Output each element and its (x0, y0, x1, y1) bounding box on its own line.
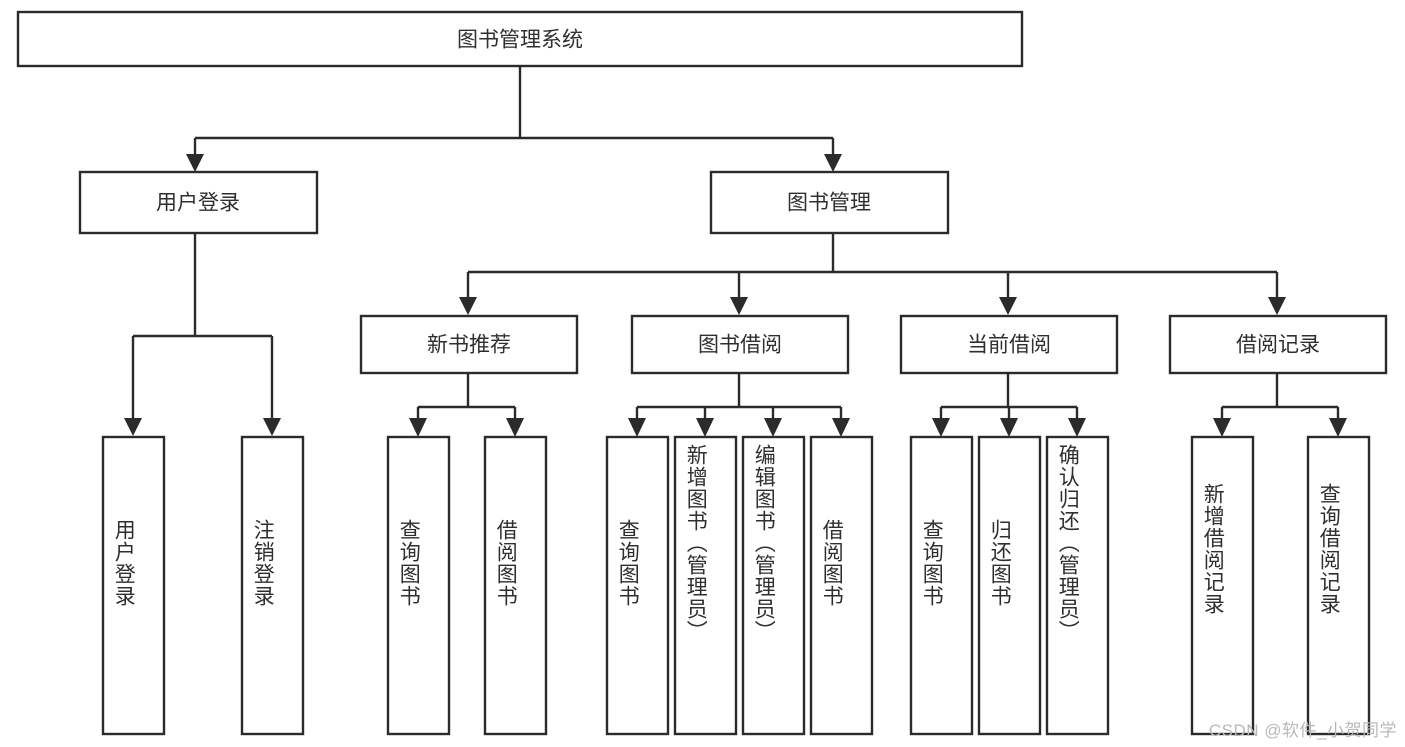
arrowhead-leaf-logout-login (263, 418, 281, 436)
arrowhead-userlogin (186, 154, 204, 172)
node-new-book-recommend-label: 新书推荐 (427, 334, 511, 357)
nodes-layer: 图书管理系统 用户登录 图书管理 新书推荐 图书借阅 当前借阅 借阅记录 (16, 10, 1388, 736)
node-leaf-query-book-2[interactable] (605, 435, 670, 736)
node-borrow-record-label: 借阅记录 (1236, 334, 1320, 357)
node-leaf-query-record[interactable] (1306, 435, 1371, 736)
node-new-book-recommend[interactable] (359, 314, 579, 375)
node-book-manage[interactable] (709, 170, 950, 235)
arrowhead-borrow-record (1268, 297, 1286, 315)
node-root[interactable] (16, 10, 1024, 68)
node-current-borrow[interactable] (899, 314, 1119, 375)
arrowhead-leaf-query-record (1329, 418, 1347, 437)
node-book-borrow[interactable] (630, 314, 850, 375)
node-leaf-confirm-return[interactable] (1045, 435, 1110, 736)
arrowhead-leaf-query-book-3 (932, 418, 950, 437)
arrowhead-leaf-user-login (124, 418, 142, 436)
arrowhead-leaf-borrow-book-1 (506, 418, 524, 437)
arrowhead-leaf-add-record (1213, 418, 1231, 437)
node-leaf-borrow-book-2[interactable] (809, 435, 874, 736)
node-book-borrow-label: 图书借阅 (698, 334, 782, 357)
node-root-label: 图书管理系统 (457, 29, 583, 52)
node-leaf-return-book[interactable] (977, 435, 1042, 736)
watermark-text: CSDN @软件_小贺同学 (1208, 721, 1397, 740)
edges-layer (124, 66, 1347, 437)
arrowhead-book-borrow (730, 297, 748, 315)
arrowhead-current-borrow (999, 297, 1017, 315)
arrowhead-bookmanage (824, 154, 842, 172)
arrowhead-new-book-recommend (459, 297, 477, 315)
node-leaf-query-book-3[interactable] (909, 435, 974, 736)
arrowhead-leaf-return-book (1000, 418, 1018, 437)
node-borrow-record[interactable] (1168, 314, 1388, 375)
node-leaf-logout-login[interactable] (240, 435, 305, 736)
node-leaf-user-login[interactable] (101, 435, 166, 736)
arrowhead-leaf-confirm-return (1068, 418, 1086, 437)
node-leaf-borrow-book-1[interactable] (483, 435, 548, 736)
node-user-login[interactable] (78, 170, 319, 235)
arrowhead-leaf-edit-book (764, 418, 782, 437)
node-current-borrow-label: 当前借阅 (967, 334, 1051, 357)
node-leaf-add-book[interactable] (673, 435, 738, 736)
node-leaf-query-book-1[interactable] (386, 435, 451, 736)
node-leaf-edit-book[interactable] (741, 435, 806, 736)
arrowhead-leaf-add-book (696, 418, 714, 437)
node-book-manage-label: 图书管理 (787, 192, 871, 215)
node-leaf-add-record[interactable] (1190, 435, 1255, 736)
arrowhead-leaf-borrow-book-2 (832, 418, 850, 437)
arrowhead-leaf-query-book-1 (409, 418, 427, 437)
node-user-login-label: 用户登录 (156, 192, 240, 215)
arrowhead-leaf-query-book-2 (628, 418, 646, 437)
